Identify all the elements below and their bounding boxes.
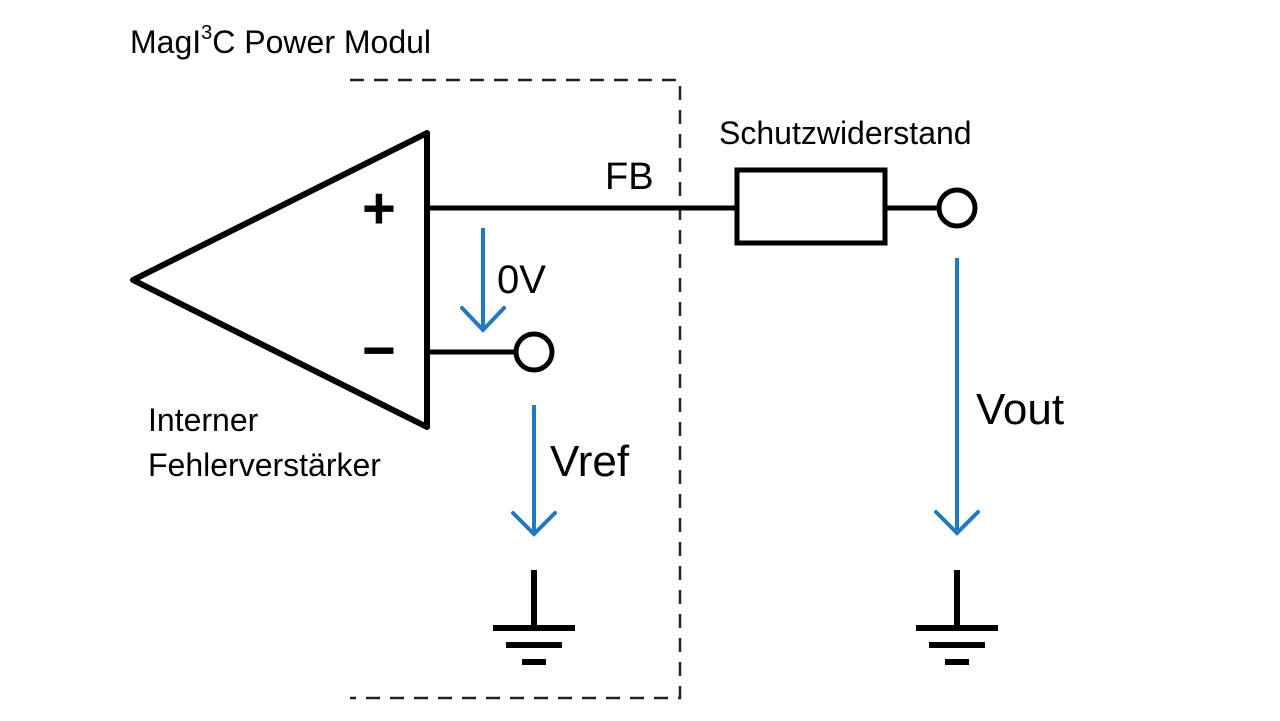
- amplifier-label-line1: Interner: [148, 402, 259, 438]
- zero-volt-arrowhead: [460, 306, 506, 333]
- title-rest: C Power Modul: [212, 24, 432, 60]
- vref-ground-icon: [493, 570, 575, 665]
- vref-terminal-icon: [513, 331, 555, 373]
- title-main: MagI: [130, 24, 202, 60]
- vout-ground-icon: [916, 570, 998, 665]
- amplifier-label-line2: Fehlerverstärker: [148, 447, 381, 483]
- vref-label: Vref: [550, 437, 630, 486]
- feedback-label: FB: [605, 156, 654, 198]
- diagram-title: MagI3C Power Modul: [130, 23, 432, 60]
- zero-volt-label: 0V: [497, 258, 546, 302]
- vref-arrowhead: [511, 511, 557, 537]
- vout-arrowhead: [934, 510, 980, 536]
- vout-terminal-icon: [936, 187, 978, 229]
- power-module-boundary: [350, 78, 682, 700]
- resistor-label: Schutzwiderstand: [719, 115, 972, 151]
- protection-resistor: [734, 167, 888, 246]
- title-superscript: 3: [201, 22, 213, 44]
- amplifier-triangle: [130, 130, 430, 430]
- plus-sign: +: [362, 176, 396, 241]
- vout-label: Vout: [976, 385, 1065, 434]
- minus-sign: −: [362, 318, 396, 383]
